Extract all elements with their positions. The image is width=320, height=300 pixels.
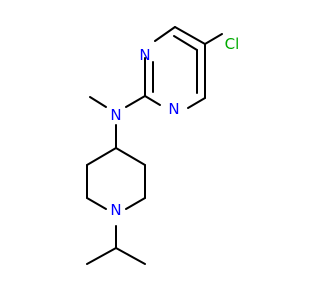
chlorine-atom-label: Cl <box>225 35 240 53</box>
bond-n1-c6 <box>86 197 107 210</box>
amine-n-label: N <box>110 106 121 124</box>
bond-c2-amine-n <box>125 95 146 108</box>
bond-c2-n1 <box>125 197 146 210</box>
bond-c4-n3 <box>154 26 176 42</box>
pyrimidine-n1-label: N <box>168 100 179 118</box>
bond-c2-n1 <box>144 95 161 106</box>
pyrimidine-n3-label: N <box>139 46 150 64</box>
pyrimidine-ring <box>144 26 223 109</box>
piperidine-n-label: N <box>110 201 121 219</box>
piperidine-ring <box>86 147 146 210</box>
bond-amine-n-methyl <box>89 96 107 108</box>
bond-ch-methyl-right <box>115 247 146 265</box>
atom-labels: Cl N N N N <box>110 35 239 219</box>
bond-c4-c3 <box>115 147 146 166</box>
bond-ch-methyl-left <box>86 247 117 265</box>
molecule-structure: Cl N N N N <box>86 26 239 265</box>
bond-n1-c6 <box>187 97 206 109</box>
bond-c5-c4-inner <box>173 35 198 51</box>
bond-c5-cl <box>204 33 223 45</box>
amine-linkage <box>89 95 146 149</box>
bond-c5-c4 <box>174 26 206 45</box>
isopropyl-group <box>86 225 146 265</box>
bond-c5-c4 <box>86 147 117 166</box>
